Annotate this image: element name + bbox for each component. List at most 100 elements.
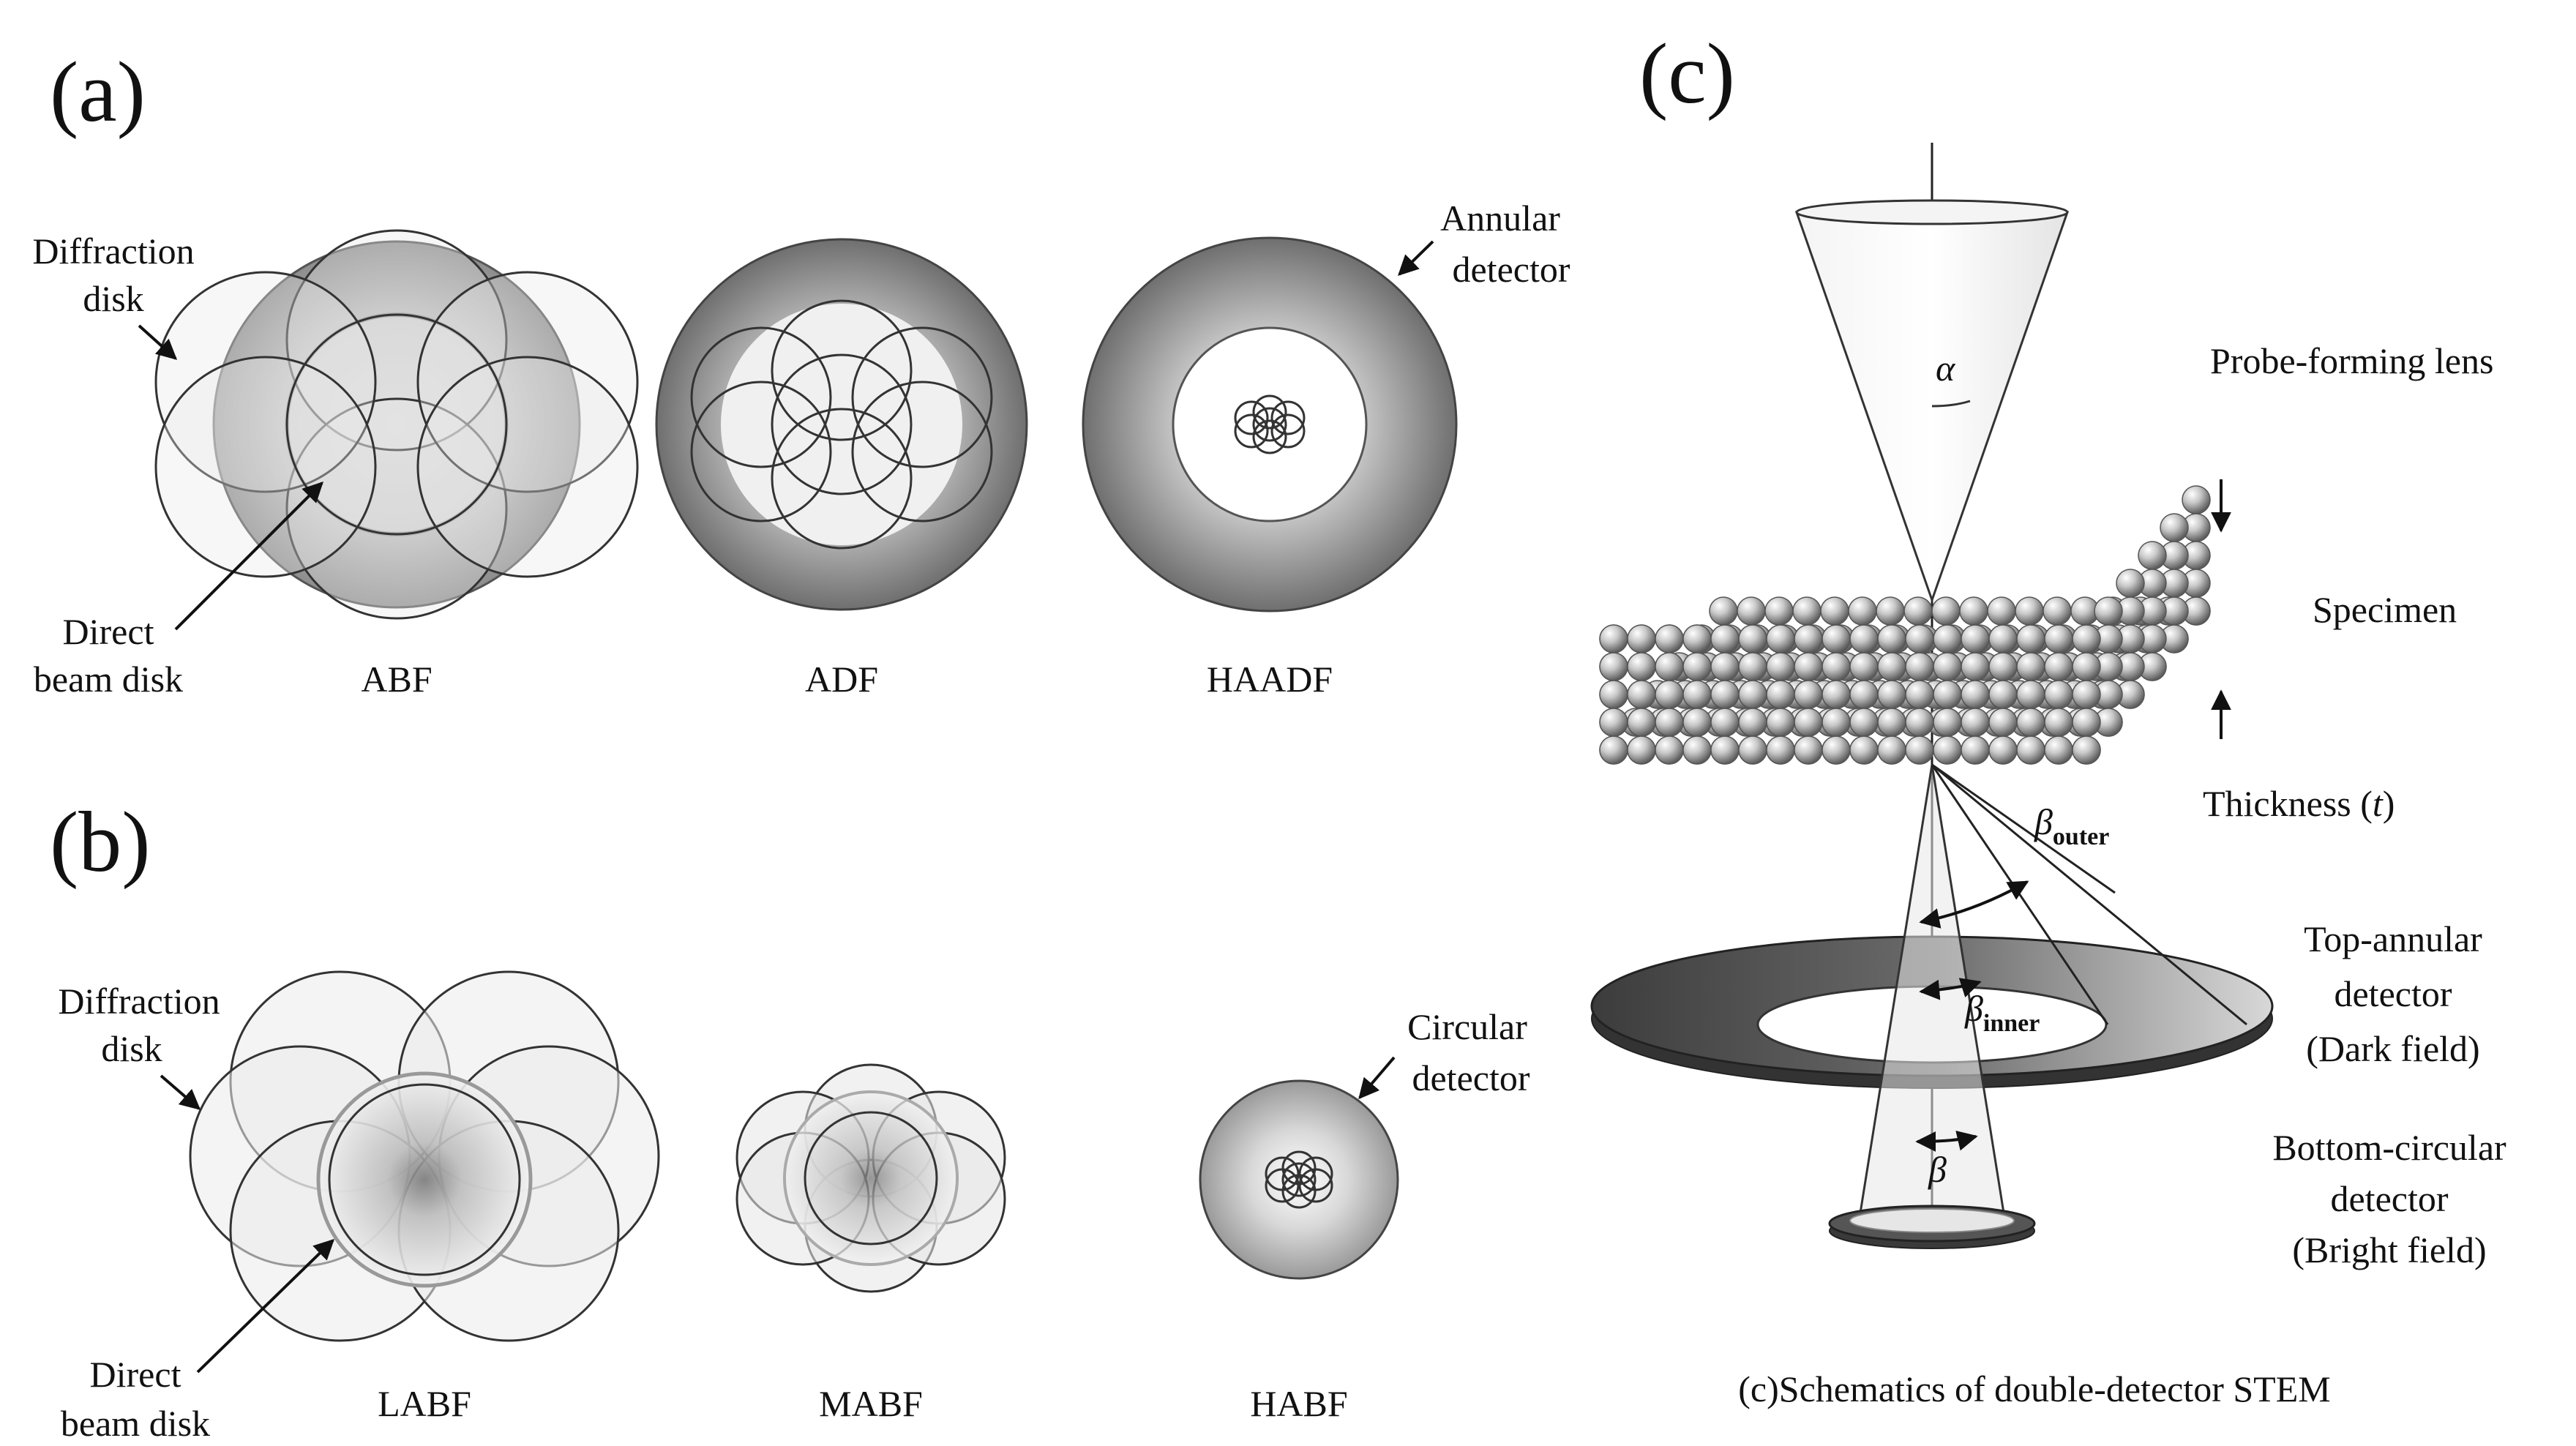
thickness-label: Thickness (t) [2203, 783, 2395, 824]
diffraction-disk [690, 381, 832, 522]
diffraction-disk [1252, 394, 1287, 430]
specimen-atom [1905, 708, 1934, 737]
specimen-atom [1655, 735, 1684, 765]
panel-c: (c) α Probe-forming lens Specimen Thickn… [1590, 26, 2506, 1409]
specimen-atom [1599, 708, 1628, 737]
diffraction-disk [154, 271, 377, 493]
specimen-atom [1849, 652, 1879, 681]
specimen-atom [1682, 624, 1712, 653]
specimen-atom [1710, 735, 1740, 765]
specimen-atom [2016, 708, 2045, 737]
specimen-atom [2072, 652, 2101, 681]
diffraction-pointer-arrow [160, 1074, 201, 1110]
specimen-atom [1766, 708, 1795, 737]
specimen-atom [1737, 596, 1766, 626]
alpha-arc [1931, 400, 1971, 408]
annular-pointer-arrow [1397, 240, 1434, 276]
circular-label-line2: detector [1412, 1057, 1530, 1098]
specimen-atom [1627, 735, 1656, 765]
diffraction-disk [1234, 413, 1269, 449]
specimen-atom [1877, 624, 1906, 653]
specimen-atom [1877, 735, 1906, 765]
specimen-atom [1988, 624, 2018, 653]
habf-pattern [1199, 1079, 1399, 1280]
direct-beam-disk [771, 353, 913, 495]
specimen-atom [1821, 735, 1851, 765]
specimen-atom [1655, 680, 1684, 709]
specimen-atom [1794, 624, 1823, 653]
outer-angle-ray [1931, 763, 2247, 1026]
diffraction-disk [690, 326, 832, 468]
specimen-atom [2043, 596, 2072, 626]
specimen-atom [1988, 680, 2018, 709]
probe-cone-top [1795, 199, 2069, 225]
specimen-atom [1655, 652, 1684, 681]
specimen-atom [1599, 735, 1628, 765]
specimen-atom [1988, 652, 2018, 681]
specimen-atom [2016, 652, 2045, 681]
specimen-atom [2015, 596, 2044, 626]
diffraction-disk [851, 326, 993, 468]
beta-inner-label: βinner [1964, 988, 2040, 1037]
direct-beam-label-line1: Direct [90, 1354, 181, 1395]
specimen-atom [1599, 680, 1628, 709]
specimen-atom [1959, 596, 1988, 626]
diffraction-label-line2: disk [83, 278, 143, 319]
direct-beam-disk [1281, 1162, 1317, 1197]
specimen-atom [1877, 708, 1906, 737]
specimen-atom [1961, 708, 1990, 737]
probe-lens-label: Probe-forming lens [2210, 340, 2493, 381]
beta-inner-arc [1919, 978, 1982, 1000]
circular-label-line1: Circular [1407, 1006, 1527, 1047]
specimen-atom [2044, 735, 2073, 765]
specimen-atom [2182, 485, 2211, 514]
specimen-atom [2072, 680, 2101, 709]
specimen-atom [1849, 735, 1879, 765]
specimen-atom [1905, 735, 1934, 765]
panel-c-caption: (c)Schematics of double-detector STEM [1738, 1368, 2330, 1409]
abf-pattern [154, 229, 639, 620]
annular-label-line1: Annular [1440, 198, 1560, 239]
specimen-atom [1627, 708, 1656, 737]
specimen-atom [1627, 652, 1656, 681]
bottom-circular-detector [1828, 1205, 2036, 1249]
specimen-atom [1905, 624, 1934, 653]
diffraction-disk [1265, 1156, 1300, 1191]
specimen-atom [2138, 541, 2167, 570]
specimen-atom [1820, 596, 1849, 626]
specimen-atom [2016, 680, 2045, 709]
diffraction-disk [1298, 1156, 1333, 1191]
specimen-atom [1709, 596, 1738, 626]
specimen-atom [1903, 596, 1933, 626]
specimen-atom [1849, 680, 1879, 709]
diffraction-disk [851, 381, 993, 522]
outer-limit-ray [1931, 763, 2116, 894]
specimen-atom [1682, 735, 1712, 765]
annular-label-line2: detector [1452, 249, 1570, 290]
diffraction-disk [1298, 1168, 1333, 1203]
specimen-atom [1849, 708, 1879, 737]
beta-bottom-arc [1915, 1131, 1978, 1152]
specimen-atom [1849, 624, 1879, 653]
direct-beam-disk [328, 1083, 521, 1276]
specimen-atom [1738, 624, 1767, 653]
labf-circular-detector [316, 1071, 533, 1288]
top-detector-label-line2: detector [2334, 973, 2452, 1014]
specimen-atom [1794, 680, 1823, 709]
specimen-atom [1821, 680, 1851, 709]
specimen-atom [1766, 735, 1795, 765]
specimen-atom [1599, 652, 1628, 681]
direct-beam-label-line2: beam disk [34, 659, 183, 700]
specimen-atom [1876, 596, 1905, 626]
specimen-atom [1738, 652, 1767, 681]
specimen-atom [1682, 652, 1712, 681]
diffraction-label-line2: disk [101, 1028, 162, 1069]
top-detector-label-line3: (Dark field) [2306, 1028, 2479, 1069]
top-detector-label-line1: Top-annular [2304, 918, 2482, 959]
specimen-atom [1627, 624, 1656, 653]
panel-c-letter: (c) [1639, 26, 1735, 121]
mode-label-abf: ABF [361, 659, 432, 700]
specimen-atom [1710, 708, 1740, 737]
specimen-atom [1792, 596, 1821, 626]
